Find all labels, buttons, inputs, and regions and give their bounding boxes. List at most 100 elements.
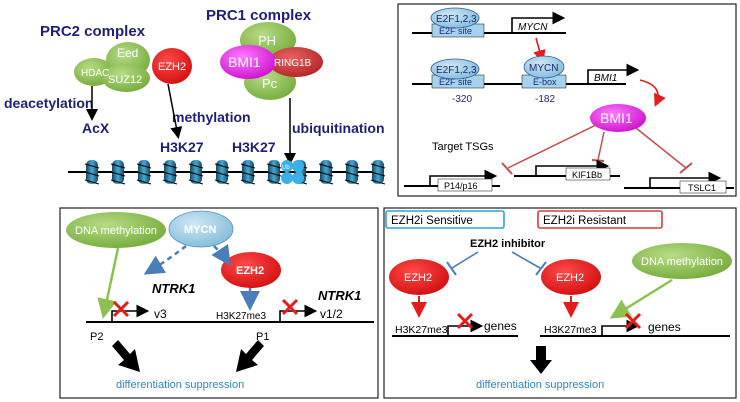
mycn-to-ezh2-arrow xyxy=(211,243,231,267)
suz12-label: SUZ12 xyxy=(108,74,142,86)
nucleosome xyxy=(162,160,178,185)
genes-right-label: genes xyxy=(648,320,681,334)
h3k27me3-label: H3K27me3 xyxy=(216,311,266,322)
p2-tss-arrow xyxy=(111,304,150,322)
ring1b-label: RING1B xyxy=(274,58,312,69)
mycn-bubble xyxy=(168,210,234,248)
bmi1-protein xyxy=(590,104,646,132)
ezh2-label: EZH2 xyxy=(158,61,186,73)
v3-label: v3 xyxy=(154,307,167,321)
methylation-arrow xyxy=(167,83,183,139)
ezh2-right-label: EZH2 xyxy=(556,272,584,284)
mycn-protein-label: MYCN xyxy=(529,63,558,74)
prc-panel: PRC2 complex PRC1 complex HDAC Eed SUZ12… xyxy=(4,7,386,185)
block-mark-p1 xyxy=(281,298,299,316)
ebox-label: E-box xyxy=(533,77,557,87)
e2f-factor-2-label: E2F1,2,3 xyxy=(436,65,477,76)
tslc1-gene-box xyxy=(679,180,727,194)
dna-methylation-label: DNA methylation xyxy=(641,256,723,268)
mycn-label: MYCN xyxy=(184,224,216,236)
kif1bb-gene-box xyxy=(565,167,611,181)
prc2-title: PRC2 complex xyxy=(40,23,146,40)
position-320: -320 xyxy=(452,94,472,105)
dna-methylation-arrow xyxy=(609,278,673,319)
h3k27-label-b: H3K27 xyxy=(232,139,276,155)
h3k27me3-right-label: H3K27me3 xyxy=(544,324,597,336)
ntrk1-left-label: NTRK1 xyxy=(152,281,195,296)
bmi1-expression-arrow xyxy=(639,79,666,107)
dna-methylation-bubble xyxy=(632,243,732,279)
dna-methylation-arrow xyxy=(97,247,120,319)
e2f-factor-1 xyxy=(430,7,480,29)
methylation-label: methylation xyxy=(172,109,251,125)
nucleosome xyxy=(188,160,204,185)
nucleosome xyxy=(136,160,152,185)
prc1-title: PRC1 complex xyxy=(206,7,312,24)
acx-label: AcX xyxy=(82,120,110,136)
outcome-label: differentiation suppression xyxy=(476,379,604,391)
bmi1-label: BMI1 xyxy=(228,54,261,70)
ub-label: Ub xyxy=(282,165,290,171)
e2f-site-2-label: E2F site xyxy=(439,77,472,87)
mycn-to-v3-arrow xyxy=(143,245,187,275)
outcome-label: differentiation suppression xyxy=(116,379,244,391)
hdac-label: HDAC xyxy=(81,68,109,79)
mycn-protein xyxy=(523,55,565,79)
resistant-label: EZH2i Resistant xyxy=(543,215,627,227)
e2f-factor-1-label: E2F1,2,3 xyxy=(436,14,477,25)
bmi1-protein-label: BMI1 xyxy=(600,110,633,126)
nucleosome xyxy=(370,160,386,185)
mycn-bmi1-panel: E2F1,2,3 E2F site MYCN E2F1,2,3 E2F site… xyxy=(397,3,737,197)
tslc1-label: TSLC1 xyxy=(688,183,716,193)
e2f-site-1-label: E2F site xyxy=(439,26,472,36)
panel-frame xyxy=(397,3,737,197)
kif1bb-label: KIF1Bb xyxy=(572,170,602,180)
ntrk1-right-label: NTRK1 xyxy=(318,288,361,303)
panel-frame xyxy=(383,207,737,399)
v12-label: v1/2 xyxy=(320,307,343,321)
ezh2-subunit xyxy=(152,48,192,84)
ntrk1-panel: DNA methylation MYCN EZH2 NTRK1 v3 NTRK1… xyxy=(59,207,379,399)
dna-methylation-label: DNA methylation xyxy=(75,225,157,237)
block-mark-left xyxy=(456,312,474,330)
p14-gene-box xyxy=(437,178,493,192)
resistant-box xyxy=(537,210,663,229)
block-mark-p2 xyxy=(112,300,130,318)
pc-label: Pc xyxy=(262,76,278,91)
target-tsgs-label: Target TSGs xyxy=(432,141,494,153)
nucleosome xyxy=(214,160,230,185)
h3k27me3-left-label: H3K27me3 xyxy=(395,324,448,336)
mycn-tss-arrow xyxy=(511,11,566,33)
inhibit-kif1bb xyxy=(597,131,605,161)
bmi1-tss-arrow xyxy=(587,63,640,84)
dna-methylation-bubble xyxy=(66,212,166,248)
ezh2-left-label: EZH2 xyxy=(404,272,432,284)
inhibit-tslc1 xyxy=(635,127,687,169)
nucleosome xyxy=(240,160,256,185)
inhibitor-label: EZH2 inhibitor xyxy=(470,238,546,250)
inhibit-ezh2-right xyxy=(511,251,541,269)
genes-left-label: genes xyxy=(484,319,517,333)
ph-label: PH xyxy=(258,33,276,48)
ezh2-left-bubble xyxy=(389,259,449,295)
suz12-subunit xyxy=(102,64,150,92)
deacetylation-label: deacetylation xyxy=(4,95,93,111)
p1-tss-arrow xyxy=(279,304,318,322)
ubiquitin-marks: Ub xyxy=(281,160,304,184)
ring1b-subunit xyxy=(269,47,323,77)
eed-label: Eed xyxy=(117,46,138,60)
p1-label: P1 xyxy=(256,331,269,343)
block-mark-right xyxy=(624,312,642,330)
nucleosome xyxy=(84,160,100,185)
ubiquitination-label: ubiquitination xyxy=(292,120,385,136)
e2f-factor-2 xyxy=(430,58,480,80)
nucleosome xyxy=(110,160,126,185)
ezh2i-panel: EZH2i Sensitive EZH2i Resistant EZH2 inh… xyxy=(383,207,737,399)
ezh2-label: EZH2 xyxy=(236,265,264,277)
position-182: -182 xyxy=(535,94,555,105)
outcome-arrow xyxy=(530,346,552,374)
p2-label: P2 xyxy=(90,331,103,343)
ezh2-right-bubble xyxy=(541,259,601,295)
sensitive-label: EZH2i Sensitive xyxy=(391,215,473,227)
